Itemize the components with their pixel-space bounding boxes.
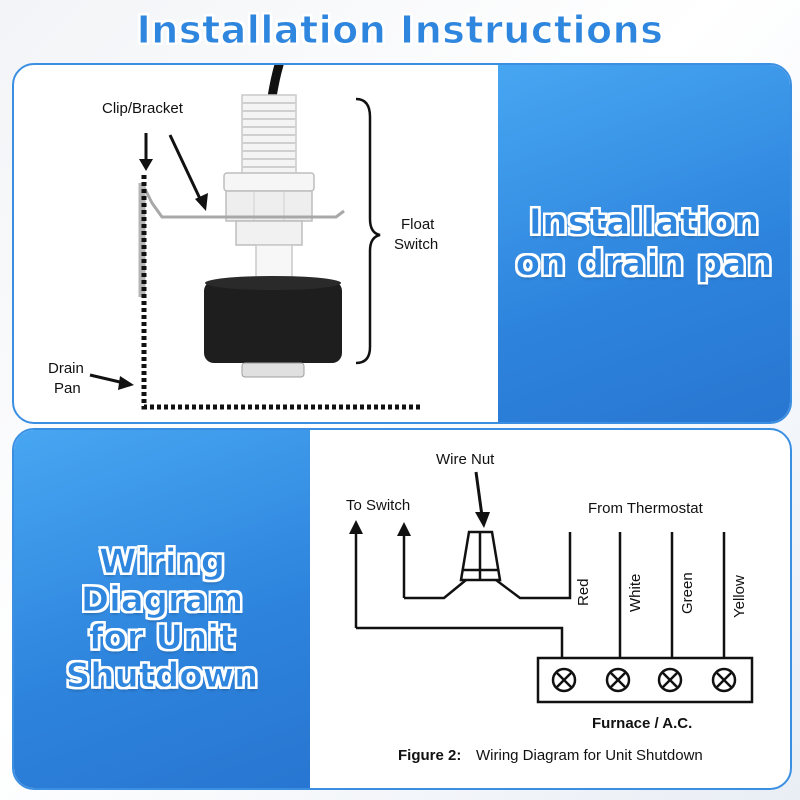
terminal-screw-icons [551, 667, 737, 693]
wiring-banner-line-3: for Unit [88, 618, 236, 658]
drain-pan-label-1: Drain [48, 360, 84, 377]
float-switch-label-1: Float [401, 216, 435, 233]
installation-banner: Installation on drain pan [498, 65, 790, 422]
wire-nut-arrow [474, 471, 490, 528]
float-switch-label-2: Switch [394, 236, 438, 253]
installation-banner-line-1: Installation [528, 202, 760, 244]
wires [354, 528, 726, 662]
drain-pan [141, 175, 420, 410]
wiring-banner: Wiring Diagram for Unit Shutdown [14, 430, 310, 788]
wiring-diagram: Wire Nut To Switch From Thermostat [346, 451, 754, 764]
caption-text: Wiring Diagram for Unit Shutdown [476, 747, 703, 764]
caption-figure-label: Figure 2: [398, 747, 461, 764]
wire-label-green: Green [679, 572, 696, 614]
clip-bracket-label: Clip/Bracket [102, 100, 184, 117]
float [204, 276, 342, 378]
arrow-icons [89, 133, 208, 390]
lower-nut [235, 220, 303, 246]
wire-label-yellow: Yellow [731, 575, 748, 618]
wiring-banner-line-2: Diagram [80, 579, 244, 620]
wire-nut [459, 530, 502, 582]
to-switch-label: To Switch [346, 497, 410, 514]
installation-panel: Clip/Bracket Float Switch Drain Pan Inst… [12, 63, 792, 424]
wire-label-white: White [627, 574, 644, 612]
installation-banner-line-2: on drain pan [515, 242, 773, 284]
to-switch-arrow-icons [349, 520, 411, 536]
wire-nut-label: Wire Nut [436, 451, 495, 468]
wiring-banner-line-4: Shutdown [65, 656, 259, 697]
drain-pan-label-2: Pan [54, 380, 81, 397]
wiring-banner-line-1: Wiring [98, 541, 226, 582]
wiring-panel: Wiring Diagram for Unit Shutdown Wire Nu… [12, 428, 792, 790]
wire-label-red: Red [575, 578, 592, 606]
threaded-stem [241, 94, 297, 176]
hex-nut [223, 172, 315, 222]
cable [267, 65, 284, 102]
float-switch-brace [355, 97, 381, 365]
float-switch-illustration: Clip/Bracket Float Switch Drain Pan [48, 65, 438, 410]
page-title: Installation Instructions [136, 8, 664, 53]
furnace-label: Furnace / A.C. [592, 715, 692, 732]
from-thermostat-label: From Thermostat [588, 500, 704, 517]
